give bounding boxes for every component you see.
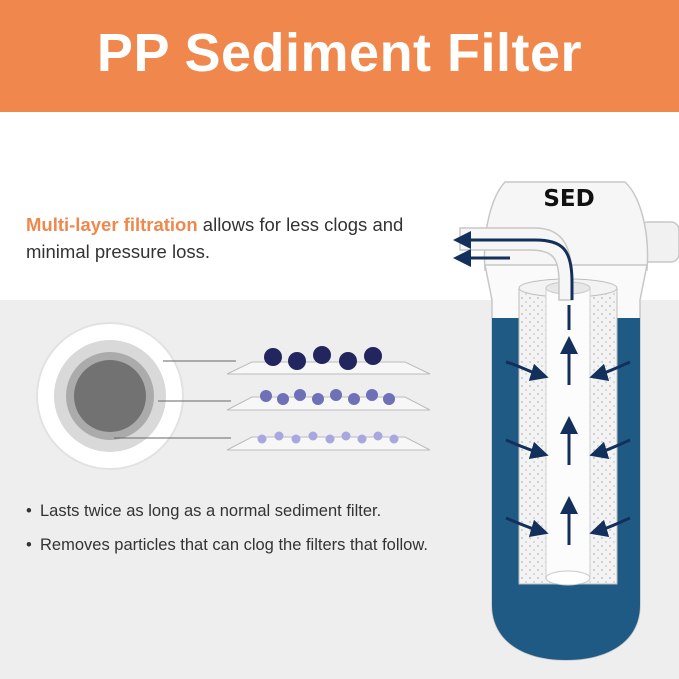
title-banner: PP Sediment Filter bbox=[0, 0, 679, 112]
inflow-arrows bbox=[505, 360, 631, 538]
intro-highlight: Multi-layer filtration bbox=[26, 214, 198, 235]
intro-text: Multi-layer filtration allows for less c… bbox=[26, 211, 446, 265]
large-particles bbox=[264, 346, 382, 370]
cap-label: SED bbox=[543, 186, 594, 212]
feature-item: Lasts twice as long as a normal sediment… bbox=[26, 500, 456, 522]
small-particles bbox=[257, 431, 399, 444]
core-bottom-opening bbox=[545, 570, 591, 586]
intro-rest: allows for less clogs and minimal pressu… bbox=[26, 214, 404, 262]
cross-section-core bbox=[74, 360, 146, 432]
medium-particles bbox=[260, 389, 395, 405]
feature-item: Removes particles that can clog the filt… bbox=[26, 534, 456, 556]
page-title: PP Sediment Filter bbox=[96, 23, 583, 83]
outflow-arrow bbox=[453, 231, 574, 300]
feature-list: Lasts twice as long as a normal sediment… bbox=[26, 500, 456, 568]
